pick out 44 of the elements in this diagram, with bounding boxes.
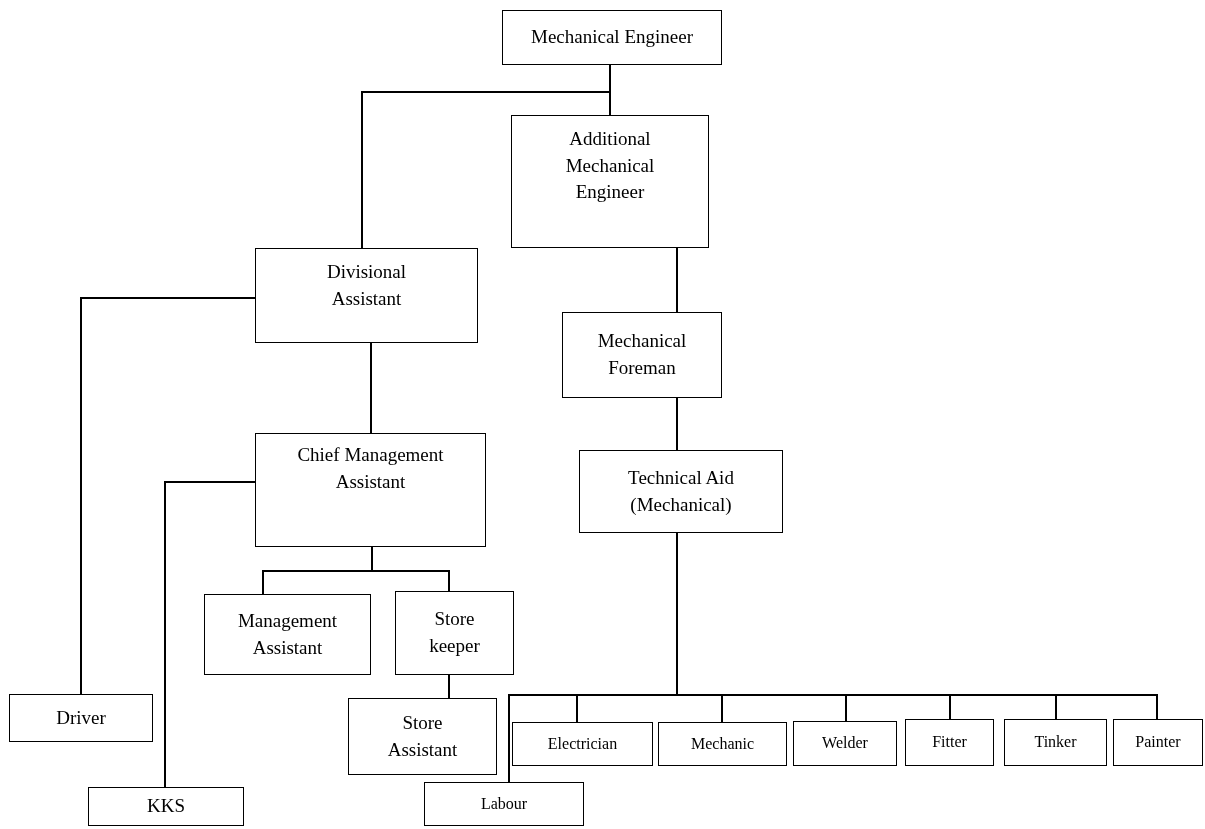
position-box: [348, 698, 497, 775]
job-title: Store keeper: [428, 607, 481, 658]
position-box: [502, 10, 722, 65]
connector-line: [609, 64, 611, 116]
position-box: [88, 787, 244, 826]
job-title: Divisional Assistant: [325, 260, 408, 311]
position-box: [562, 312, 722, 398]
job-title: KKS: [147, 794, 185, 819]
job-title: Management Assistant: [236, 608, 339, 660]
connector-line: [676, 397, 678, 451]
connector-line: [448, 674, 450, 699]
job-title: Fitter: [932, 732, 967, 753]
job-title: Mechanic: [690, 733, 755, 754]
connector-line: [370, 342, 372, 434]
job-title: Painter: [1135, 732, 1181, 753]
position-box: [1113, 719, 1203, 766]
position-box: [9, 694, 153, 742]
job-title: Chief Management Assistant: [296, 443, 445, 494]
position-box: [204, 594, 371, 675]
job-title: Welder: [822, 733, 868, 754]
job-title: Tinker: [1034, 732, 1077, 753]
job-title: Mechanical Foreman: [596, 329, 688, 380]
position-box: [658, 722, 787, 766]
job-title: Driver: [56, 705, 106, 730]
job-title: Technical Aid (Mechanical): [627, 465, 735, 517]
position-box: [511, 115, 709, 248]
job-title: Labour: [480, 793, 528, 814]
position-box: [579, 450, 783, 533]
position-box: [905, 719, 994, 766]
connector-line: [164, 481, 256, 788]
connector-line: [676, 247, 678, 313]
position-box: [424, 782, 584, 826]
connector-line: [371, 546, 450, 592]
job-title: Electrician: [547, 733, 618, 754]
job-title: Mechanical Engineer: [531, 25, 693, 50]
position-box: [1004, 719, 1107, 766]
position-box: [255, 248, 478, 343]
position-box: [512, 722, 653, 766]
connector-line: [80, 297, 256, 695]
job-title: Additional Mechanical Engineer: [564, 127, 656, 205]
position-box: [793, 721, 897, 766]
position-box: [395, 591, 514, 675]
job-title: Store Assistant: [386, 710, 459, 762]
position-box: [255, 433, 486, 547]
